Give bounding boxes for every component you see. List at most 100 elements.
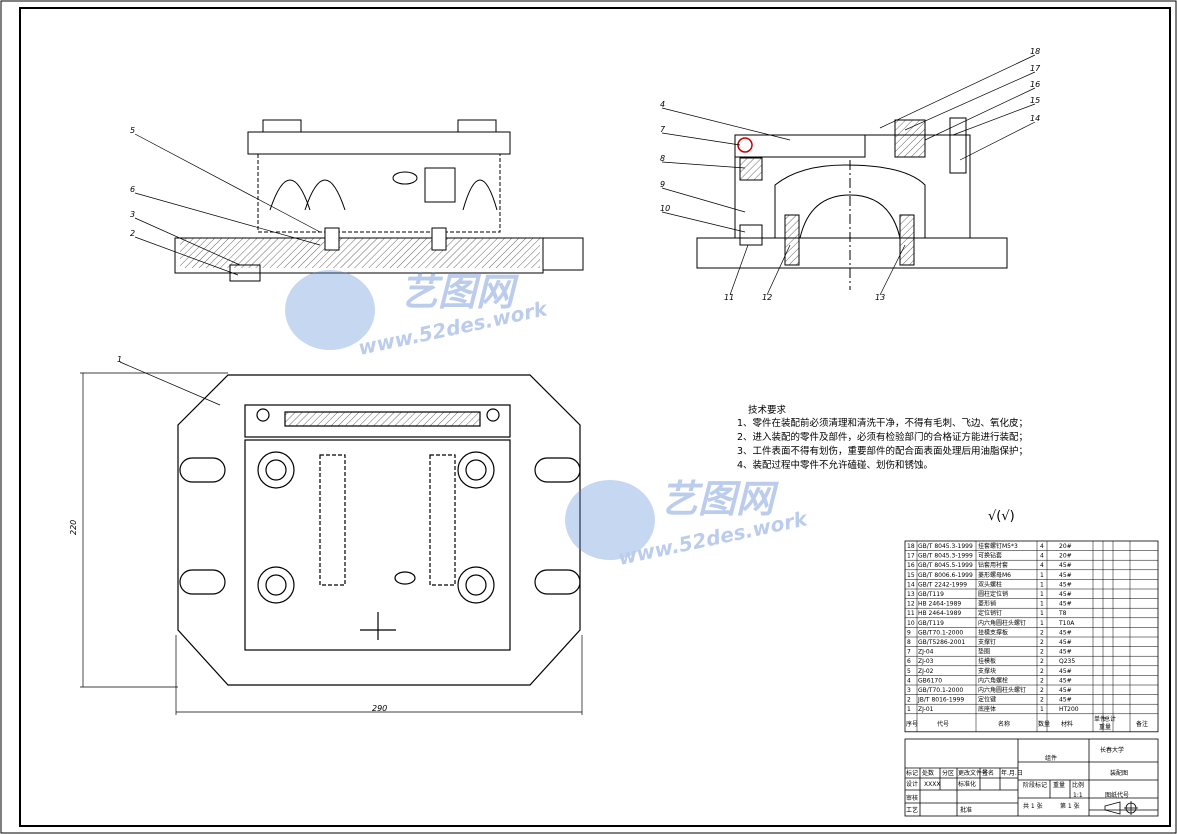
part-code: GB/T 8045.3-1999 xyxy=(918,543,973,550)
part-no: 17 xyxy=(907,553,915,560)
callout-label: 6 xyxy=(130,185,135,194)
rev-date: 年.月.日 xyxy=(1001,769,1023,777)
part-code: ZJ-04 xyxy=(918,649,934,656)
part-material: Q235 xyxy=(1059,658,1075,665)
parts-header-single: 单件 xyxy=(1094,715,1106,723)
technical-requirements: 技术要求 1、零件在装配前必须清理和清洗干净，不得有毛刺、飞边、氧化皮； 2、进… xyxy=(737,404,1028,471)
part-name: 定位键 xyxy=(978,696,996,704)
part-material: 45# xyxy=(1059,639,1072,646)
part-no: 6 xyxy=(907,658,911,665)
part-material: 45# xyxy=(1059,601,1072,608)
part-code: GB/T 8006.6-1999 xyxy=(918,572,973,579)
part-qty: 2 xyxy=(1040,677,1044,684)
scale-label: 比例 xyxy=(1072,781,1084,789)
callout-label: 3 xyxy=(130,210,135,219)
callout-label: 15 xyxy=(1030,96,1040,105)
front-view xyxy=(174,119,584,282)
sheet-total: 共 1 张 xyxy=(1023,802,1043,810)
parts-header-total: 总计 xyxy=(1104,715,1116,723)
part-name: 内六角圆柱头螺钉 xyxy=(978,686,1026,694)
part-material: 20# xyxy=(1059,543,1072,550)
process-label: 工艺 xyxy=(906,806,918,814)
callout-label: 8 xyxy=(660,154,665,163)
standard-label: 标准化 xyxy=(958,780,976,788)
part-qty: 4 xyxy=(1040,562,1044,569)
part-qty: 1 xyxy=(1040,572,1044,579)
part-name: 可换钻套 xyxy=(978,552,1002,560)
part-material: 45# xyxy=(1059,591,1072,598)
part-no: 13 xyxy=(907,591,915,598)
part-no: 15 xyxy=(907,572,915,579)
svg-text:艺图网: 艺图网 xyxy=(400,270,519,314)
part-material: 20# xyxy=(1059,553,1072,560)
callout-label: 17 xyxy=(1030,64,1041,73)
weight-label: 重量 xyxy=(1053,781,1065,789)
part-code: ZJ-02 xyxy=(918,668,934,675)
part-code: GB/T 8045.3-1999 xyxy=(918,553,973,560)
part-material: 45# xyxy=(1059,697,1072,704)
part-no: 8 xyxy=(907,639,911,646)
part-qty: 2 xyxy=(1040,697,1044,704)
part-name: 圆柱定位销 xyxy=(978,590,1008,598)
part-material: 45# xyxy=(1059,677,1072,684)
rev-file: 更改文件号 xyxy=(958,769,988,777)
part-no: 16 xyxy=(907,562,915,569)
school-name: 长春大学 xyxy=(1100,746,1124,754)
parts-header-no: 序号 xyxy=(906,720,918,728)
approve-label: 批准 xyxy=(960,806,972,814)
callout-leaders xyxy=(119,54,1036,406)
part-qty: 1 xyxy=(1040,610,1044,617)
parts-header-name: 名称 xyxy=(998,720,1010,728)
part-code: GB/T70.1-2000 xyxy=(918,629,963,636)
tech-req-item: 3、工件表面不得有划伤，重要部件的配合面表面处理后用油脂保护； xyxy=(737,445,1028,457)
part-no: 11 xyxy=(907,610,915,617)
part-name: 支撑块 xyxy=(978,667,996,675)
part-material: 45# xyxy=(1059,562,1072,569)
part-qty: 1 xyxy=(1040,706,1044,713)
parts-header-remark: 备注 xyxy=(1136,720,1148,728)
group-label: 组件 xyxy=(1045,754,1057,762)
callout-label: 1 xyxy=(117,355,122,364)
parts-list-frame xyxy=(904,540,1159,733)
callout-label: 18 xyxy=(1030,47,1040,56)
callout-label: 2 xyxy=(130,229,135,238)
part-qty: 1 xyxy=(1040,591,1044,598)
callout-label: 4 xyxy=(660,100,665,109)
part-material: HT200 xyxy=(1059,706,1079,713)
part-no: 3 xyxy=(907,687,911,694)
callout-label: 14 xyxy=(1030,114,1040,123)
parts-header-material: 材料 xyxy=(1061,720,1073,728)
inner-frame xyxy=(19,7,1171,827)
part-name: 双头螺柱 xyxy=(978,580,1002,588)
part-name: 内六角圆柱头螺钉 xyxy=(978,619,1026,627)
part-code: GB/T5286-2001 xyxy=(918,639,965,646)
part-qty: 2 xyxy=(1040,668,1044,675)
part-material: 45# xyxy=(1059,668,1072,675)
dimension-lines xyxy=(80,372,583,715)
callout-label: 9 xyxy=(660,180,665,189)
part-no: 5 xyxy=(907,668,911,675)
parts-header-code: 代号 xyxy=(937,720,949,728)
sheet-no: 第 1 张 xyxy=(1060,802,1080,810)
designer-name: XXXX xyxy=(924,781,940,788)
part-no: 1 xyxy=(907,706,911,713)
side-view xyxy=(696,117,1008,290)
callout-label: 12 xyxy=(762,293,772,302)
part-no: 4 xyxy=(907,677,911,684)
part-code: GB/T 8045.5-1999 xyxy=(918,562,973,569)
part-name: 挂模板 xyxy=(978,657,996,665)
part-name: 挂套螺钉M5*3 xyxy=(978,542,1018,550)
rev-sign: 签名 xyxy=(982,769,994,777)
part-qty: 4 xyxy=(1040,543,1044,550)
part-qty: 1 xyxy=(1040,601,1044,608)
tech-req-item: 1、零件在装配前必须清理和清洗干净，不得有毛刺、飞边、氧化皮； xyxy=(737,417,1028,429)
part-code: JB/T 8016-1999 xyxy=(917,697,964,704)
parts-header-qty: 数量 xyxy=(1038,720,1050,728)
watermark-lower: 艺图网 www.52des.work xyxy=(565,477,811,570)
part-name: 垫圈 xyxy=(978,648,990,656)
part-no: 18 xyxy=(907,543,915,550)
part-no: 2 xyxy=(907,697,911,704)
